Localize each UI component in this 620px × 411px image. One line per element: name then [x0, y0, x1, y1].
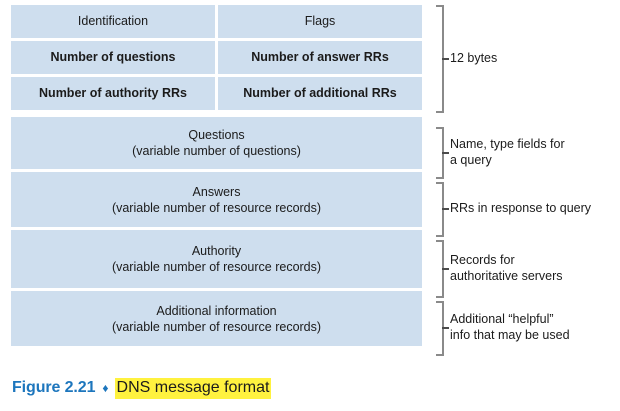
header-row-counts-2: Number of authority RRs Number of additi… [11, 77, 422, 110]
diamond-bullet-icon: ♦ [102, 381, 109, 395]
field-flags: Flags [218, 5, 422, 38]
section-authority-title: Authority [191, 244, 242, 258]
packet-structure: Identification Flags Number of questions… [11, 5, 422, 349]
section-answers-title: Answers [192, 184, 241, 199]
figure-number: Figure 2.21 [12, 379, 96, 396]
annotation-12-bytes-line1: 12 bytes [450, 51, 498, 65]
figure-title: DNS message format [114, 378, 272, 399]
section-additional-information: Additional information (variable number … [11, 291, 422, 346]
section-additional-information-subtitle: (variable number of resource records) [111, 319, 322, 334]
bracket-icon-authority [436, 240, 449, 298]
section-questions: Questions (variable number of questions) [11, 117, 422, 169]
header-row-identification: Identification Flags [11, 5, 422, 38]
annotation-additional-text: Additional “helpful” info that may be us… [450, 312, 570, 344]
annotation-additional-line2: info that may be used [450, 327, 570, 342]
annotation-additional-line1: Additional “helpful” [450, 312, 554, 326]
field-number-of-additional-rrs-label: Number of additional RRs [243, 86, 397, 101]
bracket-icon-answers [436, 182, 449, 237]
section-questions-subtitle: (variable number of questions) [132, 144, 301, 158]
annotation-authority-line1: Records for [450, 253, 515, 267]
section-questions-title: Questions [188, 128, 245, 142]
field-flags-label: Flags [304, 14, 336, 29]
field-number-of-authority-rrs: Number of authority RRs [11, 77, 215, 110]
annotation-answers-text: RRs in response to query [450, 201, 591, 217]
section-answers-subtitle: (variable number of resource records) [111, 200, 322, 215]
dns-message-format-diagram: Identification Flags Number of questions… [11, 5, 591, 356]
bracket-icon-additional [436, 301, 449, 356]
field-number-of-answer-rrs-label: Number of answer RRs [251, 50, 389, 65]
field-number-of-answer-rrs: Number of answer RRs [218, 41, 422, 74]
section-answers: Answers (variable number of resource rec… [11, 172, 422, 227]
annotation-authority-line2: authoritative servers [450, 268, 563, 283]
section-authority: Authority (variable number of resource r… [11, 230, 422, 288]
field-identification-label: Identification [77, 14, 149, 29]
annotation-questions-line1: Name, type fields for [450, 137, 565, 151]
field-number-of-questions-label: Number of questions [50, 50, 176, 65]
annotation-authority-text: Records for authoritative servers [450, 253, 563, 285]
figure-caption: Figure 2.21 ♦ DNS message format [12, 378, 272, 399]
annotation-questions-line2: a query [450, 152, 492, 167]
annotation-answers-line1: RRs in response to query [450, 201, 592, 215]
field-number-of-additional-rrs: Number of additional RRs [218, 77, 422, 110]
field-number-of-authority-rrs-label: Number of authority RRs [39, 86, 187, 101]
annotation-12-bytes-text: 12 bytes [450, 51, 497, 67]
bracket-icon-questions [436, 127, 449, 179]
field-number-of-questions: Number of questions [11, 41, 215, 74]
header-row-counts-1: Number of questions Number of answer RRs [11, 41, 422, 74]
annotation-questions-text: Name, type fields for a query [450, 137, 565, 169]
bracket-icon-12-bytes [436, 5, 449, 113]
section-authority-subtitle: (variable number of resource records) [111, 260, 322, 274]
section-additional-information-title: Additional information [156, 303, 277, 318]
field-identification: Identification [11, 5, 215, 38]
